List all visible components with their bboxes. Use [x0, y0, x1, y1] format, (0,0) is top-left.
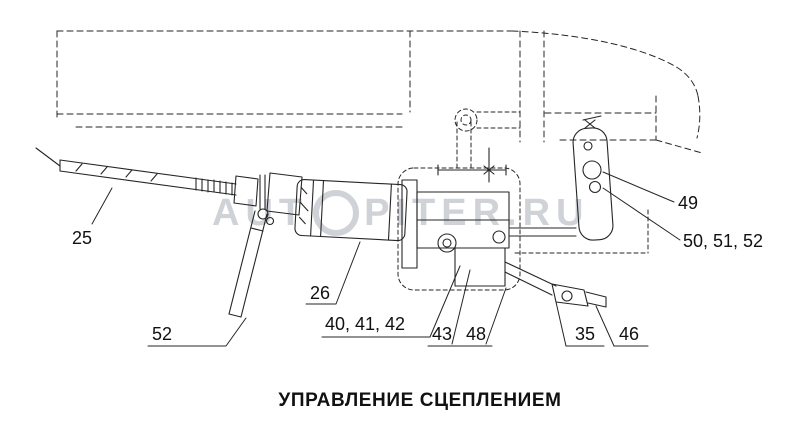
push-rod-25 [35, 147, 237, 196]
rod-coupling [233, 172, 303, 226]
cylinder-26 [294, 179, 408, 242]
callout-25: 25 [72, 228, 93, 248]
callout-35: 35 [575, 324, 596, 344]
master-cylinder-block [401, 147, 510, 287]
callout-50-51-52: 50, 51, 52 [683, 231, 764, 251]
cab-contour-dashed [56, 30, 703, 154]
watermark-logo-icon [313, 190, 360, 236]
release-rod-52 [228, 210, 268, 318]
fork-arm-35-46 [504, 261, 607, 308]
hidden-details-dashed [397, 108, 649, 291]
callout-52: 52 [152, 324, 173, 344]
callout-43: 43 [432, 324, 453, 344]
watermark-suffix: PITER.RU [364, 191, 590, 234]
callout-46: 46 [619, 324, 640, 344]
diagram-title: УПРАВЛЕНИЕ СЦЕПЛЕНИЕМ [278, 390, 562, 411]
callout-26: 26 [310, 283, 331, 303]
leader-lines [91, 171, 681, 347]
callout-48: 48 [466, 324, 487, 344]
callout-49: 49 [678, 193, 699, 213]
callout-40-41-42: 40, 41, 42 [325, 314, 406, 334]
mounting-bracket-49 [509, 115, 614, 241]
